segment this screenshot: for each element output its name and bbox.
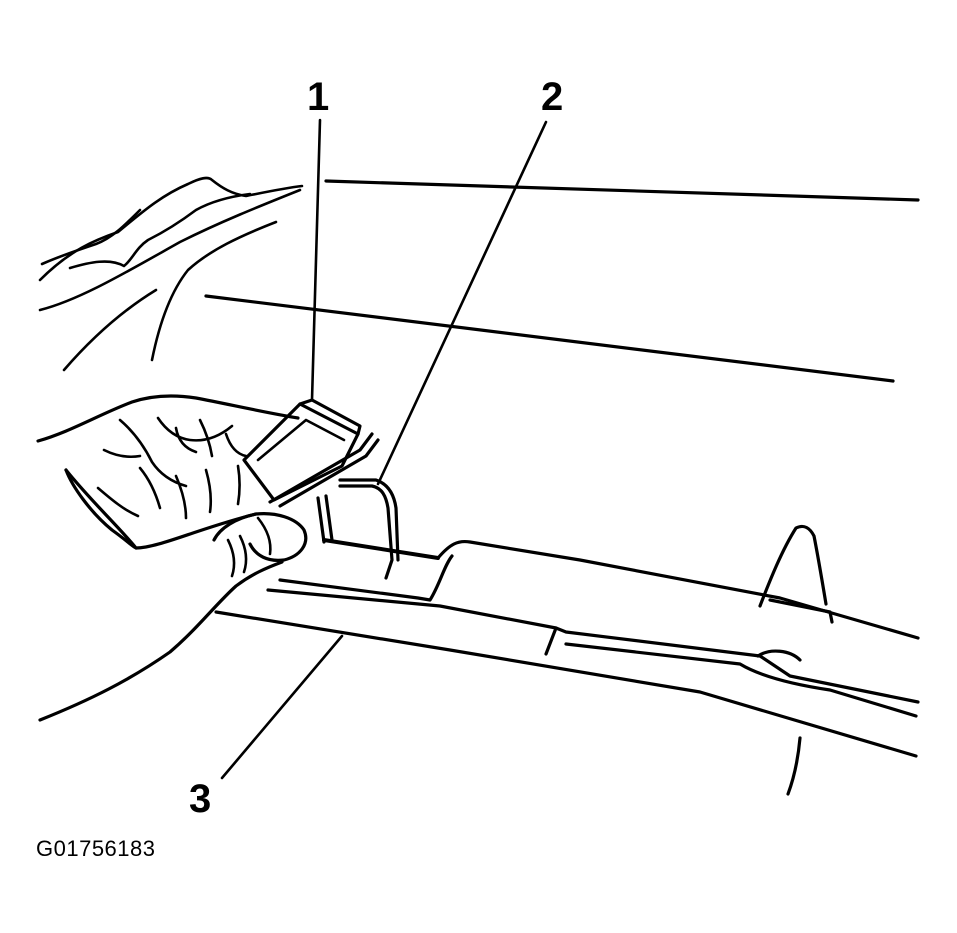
callout-2: 2 [541, 75, 563, 119]
leader-lines [220, 118, 548, 780]
clip [242, 398, 380, 508]
wire-retainer [316, 478, 400, 580]
callout-1: 1 [307, 75, 329, 119]
trim-panel [214, 524, 920, 796]
hand [36, 394, 308, 722]
callout-3: 3 [189, 777, 211, 821]
figure-id: G01756183 [36, 836, 156, 861]
upper-panel-lines [204, 179, 920, 383]
background-contour [38, 176, 304, 372]
